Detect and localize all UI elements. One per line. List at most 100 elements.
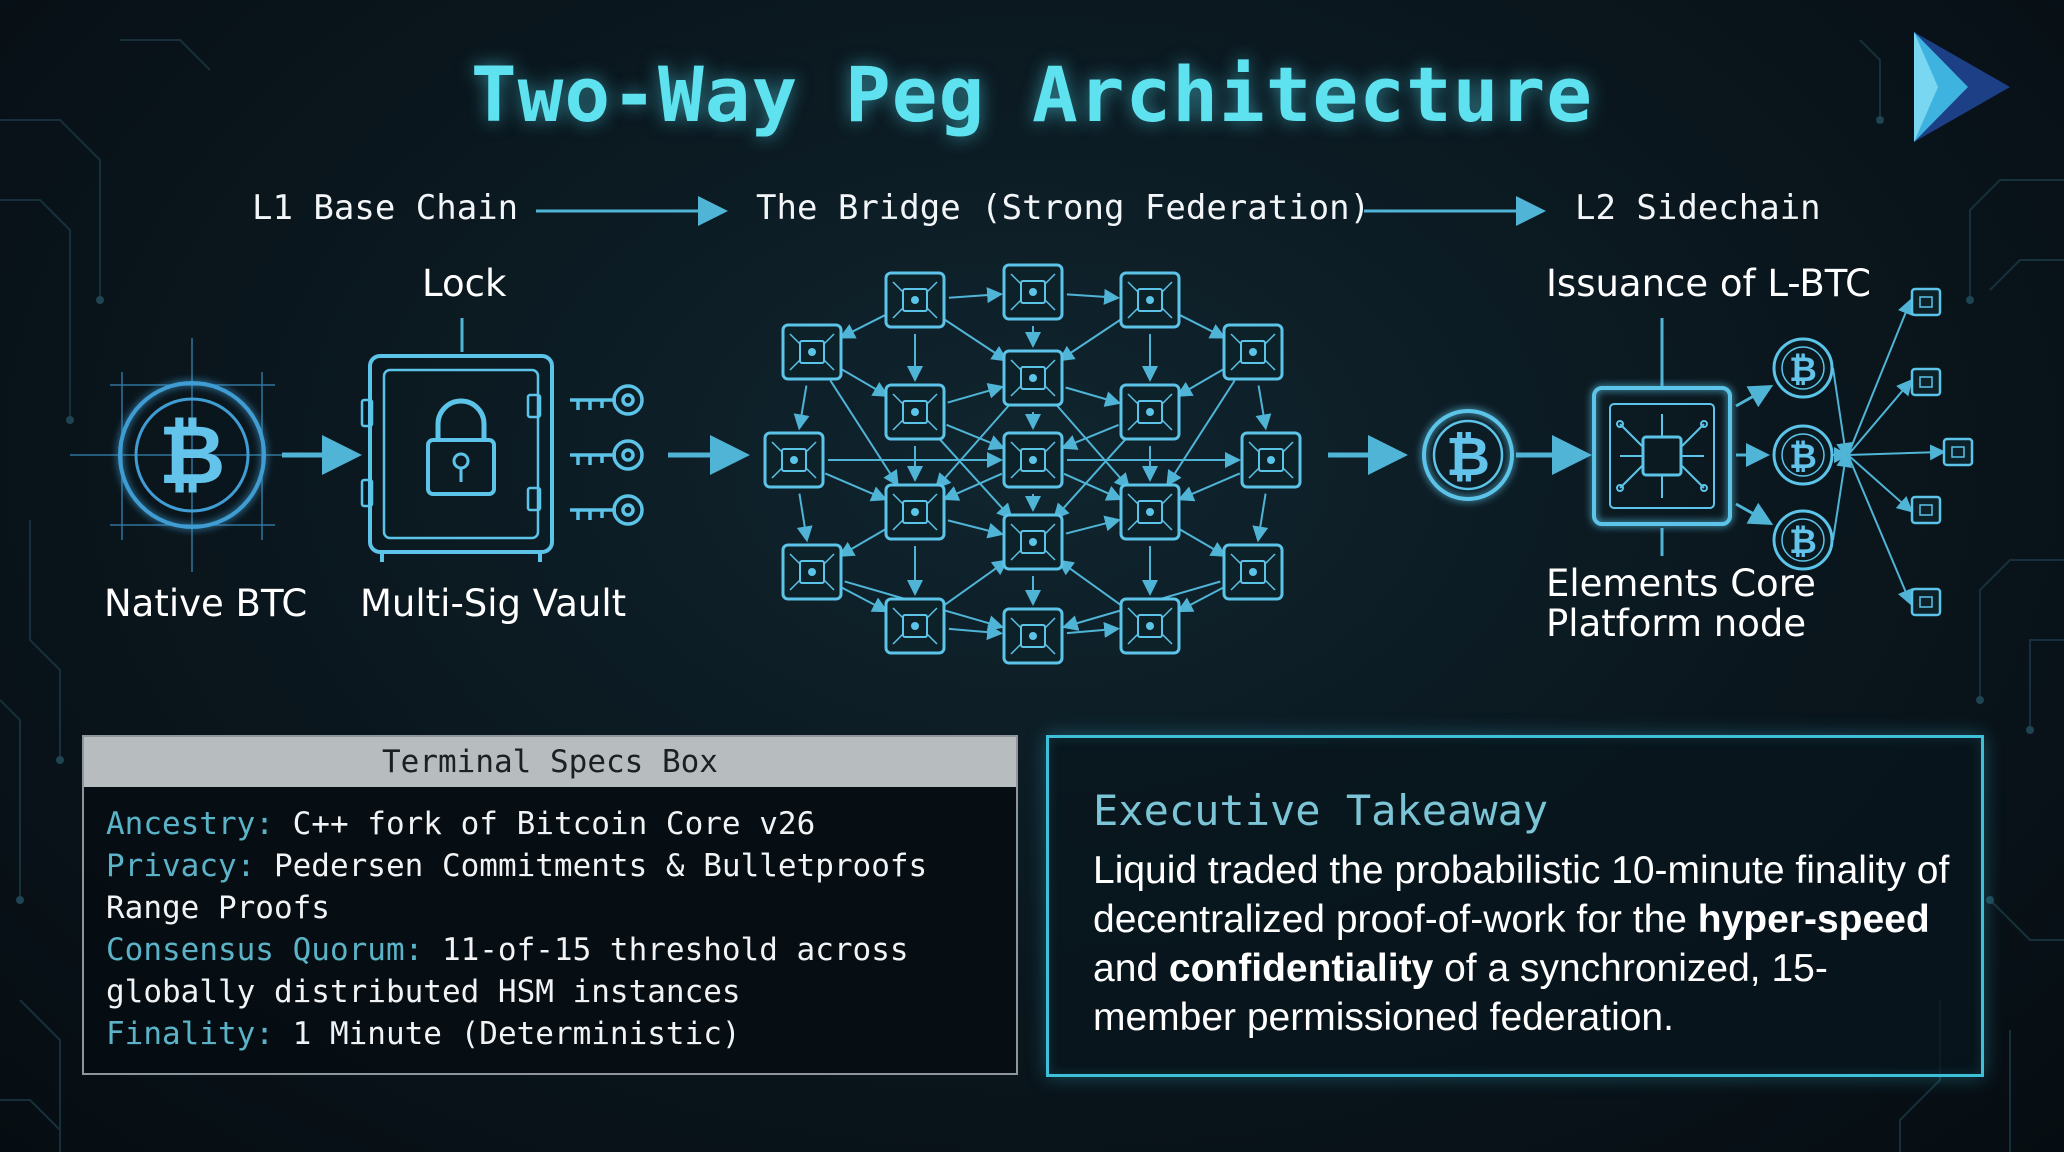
spec-row: Ancestry: C++ fork of Bitcoin Core v26 [106,806,816,842]
specs-header: Terminal Specs Box [84,737,1016,787]
federation-link [1057,318,1123,362]
federation-link [796,493,813,543]
spec-row: Finality: 1 Minute (Deterministic) [106,1016,741,1052]
federation-link [947,519,1004,539]
svg-text:₿: ₿ [1446,425,1490,488]
distribution-fan: ₿ ₿ ₿ [1735,287,1974,617]
chip-icon [1222,543,1284,601]
distribution-arrow [1847,454,1913,513]
distribution-arrow [1832,367,1853,459]
federation-link [934,402,1012,490]
page-title: Two-Way Peg Architecture [470,50,1594,139]
distribution-arrow [1847,378,1913,456]
federation-link [942,317,1008,362]
federation-link [1179,314,1227,339]
bitcoin-icon [70,338,285,572]
federation-link [1252,493,1269,543]
chip-icon [1119,483,1181,541]
federation-link [937,436,1013,520]
federation-link [1065,386,1122,407]
federation-link [1166,380,1236,487]
terminal-specs-box: Terminal Specs Box Ancestry: C++ fork of… [82,735,1018,1075]
bitcoin-icon: ₿ [1772,509,1834,571]
chip-icon [1910,495,1942,525]
svg-text:₿: ₿ [1789,522,1817,562]
spec-row: Privacy: Pedersen Commitments & Bulletpr… [106,848,928,884]
bitcoin-icon: ₿ [1772,337,1834,399]
federation-link [1178,528,1228,557]
federation-link [942,472,1003,501]
chip-icon [1119,271,1181,329]
vault-icon [360,354,554,562]
distribution-arrow [1735,502,1774,525]
chip-icon [1119,383,1181,441]
chip-icon [1002,607,1064,665]
federation-link [1060,423,1119,450]
distribution-arrow [1847,454,1913,606]
federation-link [837,528,887,557]
l2-header: L2 Sidechain [1575,188,1821,228]
distribution-arrow [1847,444,1946,461]
federation-link [1066,288,1121,305]
svg-text:₿: ₿ [1789,350,1817,390]
chip-icon [884,383,946,441]
lock-label: Lock [422,262,507,305]
federation-edges [793,287,1272,641]
chip-icon [1002,349,1064,407]
federation-link [1057,559,1123,607]
chip-icon [781,323,843,381]
federation-link [946,423,1006,451]
chip-icon [1910,287,1942,317]
federation-link [1063,472,1123,501]
l1-header: L1 Base Chain [252,188,519,228]
chip-icon [1002,263,1064,321]
chip-icon [1002,513,1064,571]
lbtc-coin-icon [1422,409,1514,501]
federation-link [1053,436,1128,520]
specs-body: Ancestry: C++ fork of Bitcoin Core v26 P… [84,787,1016,1055]
federation-link [793,385,810,431]
federation-link [1065,515,1121,535]
takeaway-title: Executive Takeaway [1093,786,1549,835]
federation-link [824,472,888,502]
chip-icon [884,271,946,329]
spec-row: Range Proofs [106,890,330,926]
chip-icon [884,597,946,655]
elements-label-line1: Elements Core [1546,562,1816,605]
chip-icon [884,483,946,541]
federation-nodes [763,263,1302,665]
federation-link [838,314,886,339]
svg-text:₿: ₿ [1789,437,1817,477]
chip-icon [1592,386,1732,526]
chip-icon [781,543,843,601]
vault-label: Multi-Sig Vault [360,582,627,625]
bitcoin-icon: ₿ [1772,424,1834,486]
federation-link [948,287,1004,304]
federation-link [829,380,899,487]
federation-link [841,586,889,613]
takeaway-text: Liquid traded the probabilistic 10-minut… [1093,849,1950,1039]
distribution-arrow [1847,298,1913,456]
chip-icon [1119,597,1181,655]
chip-icon [1910,587,1942,617]
chip-icon [1002,431,1064,489]
federation-link [840,368,890,397]
chip-icon [763,431,825,489]
federation-link [947,383,1005,404]
federation-link [1175,368,1225,397]
btc-symbol: ₿ [159,408,226,503]
issuance-label: Issuance of L-BTC [1546,262,1871,305]
federation-link [1066,621,1121,638]
play-logo-icon [1914,32,2010,142]
bridge-header: The Bridge (Strong Federation) [756,188,1371,228]
federation-link [1176,586,1224,613]
chip-icon [1942,437,1974,467]
chip-icon [1910,367,1942,397]
distribution-arrow [1735,385,1774,408]
key-icon [570,384,644,526]
chip-icon [1222,323,1284,381]
spec-row: globally distributed HSM instances [106,974,741,1010]
distribution-arrow [1832,451,1853,541]
